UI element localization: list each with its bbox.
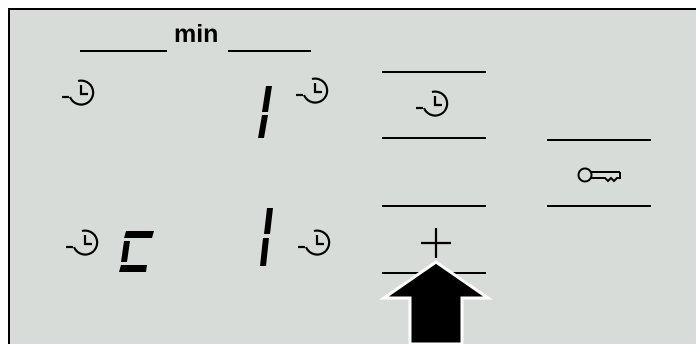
child-lock-button[interactable]	[547, 139, 651, 207]
timer-icon	[66, 229, 99, 256]
control-panel	[8, 8, 696, 344]
plus-icon	[421, 228, 451, 258]
seven-segment-digit-1-bottom	[260, 208, 273, 266]
unit-label: min	[174, 20, 219, 48]
timer-icon	[62, 79, 95, 106]
seven-segment-digit-1-top	[258, 86, 272, 138]
timer-icon	[296, 77, 329, 104]
up-arrow-icon	[379, 260, 493, 344]
timer-button[interactable]	[382, 71, 486, 139]
key-icon	[577, 167, 621, 183]
timer-icon	[416, 90, 449, 117]
timer-icon	[298, 229, 331, 256]
seven-segment-digit-c	[119, 231, 154, 272]
